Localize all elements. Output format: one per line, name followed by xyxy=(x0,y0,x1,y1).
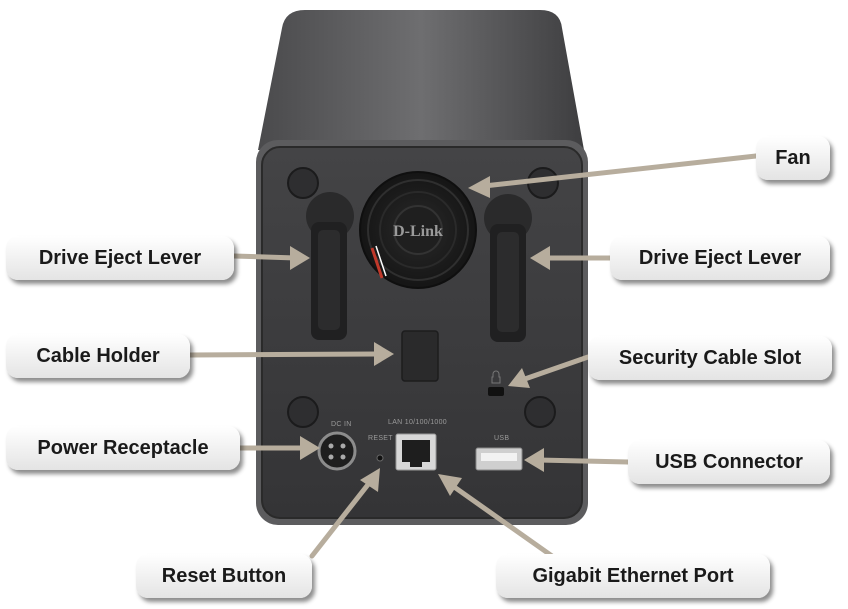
drive-eject-lever-left[interactable] xyxy=(306,192,354,340)
callout-gigabit-ethernet-port: Gigabit Ethernet Port xyxy=(496,554,770,598)
reset-text: RESET xyxy=(368,435,393,442)
callout-power-receptacle: Power Receptacle xyxy=(6,426,240,470)
callout-security-cable-slot: Security Cable Slot xyxy=(588,336,832,380)
callout-drive-eject-lever-left: Drive Eject Lever xyxy=(6,236,234,280)
gigabit-ethernet-port[interactable]: LAN 10/100/1000 xyxy=(388,419,447,471)
callout-drive-eject-lever-right: Drive Eject Lever xyxy=(610,236,830,280)
reset-button[interactable]: RESET xyxy=(368,435,393,462)
power-receptacle[interactable]: DC IN xyxy=(317,421,357,471)
callout-cable-holder: Cable Holder xyxy=(6,334,190,378)
fan-icon: D-Link xyxy=(359,171,477,289)
dc-in-text: DC IN xyxy=(331,421,352,428)
lock-icon xyxy=(491,370,501,384)
drive-eject-lever-right[interactable] xyxy=(484,194,532,342)
lan-text: LAN 10/100/1000 xyxy=(388,419,447,426)
fan-brand-label: D-Link xyxy=(393,223,443,240)
cable-holder xyxy=(401,330,439,382)
leader-lines xyxy=(187,153,759,559)
callout-fan: Fan xyxy=(756,136,830,180)
security-cable-slot[interactable] xyxy=(488,370,504,396)
usb-text: USB xyxy=(494,435,509,442)
usb-connector[interactable]: USB xyxy=(475,435,523,471)
callout-usb-connector: USB Connector xyxy=(628,440,830,484)
callout-reset-button: Reset Button xyxy=(136,554,312,598)
